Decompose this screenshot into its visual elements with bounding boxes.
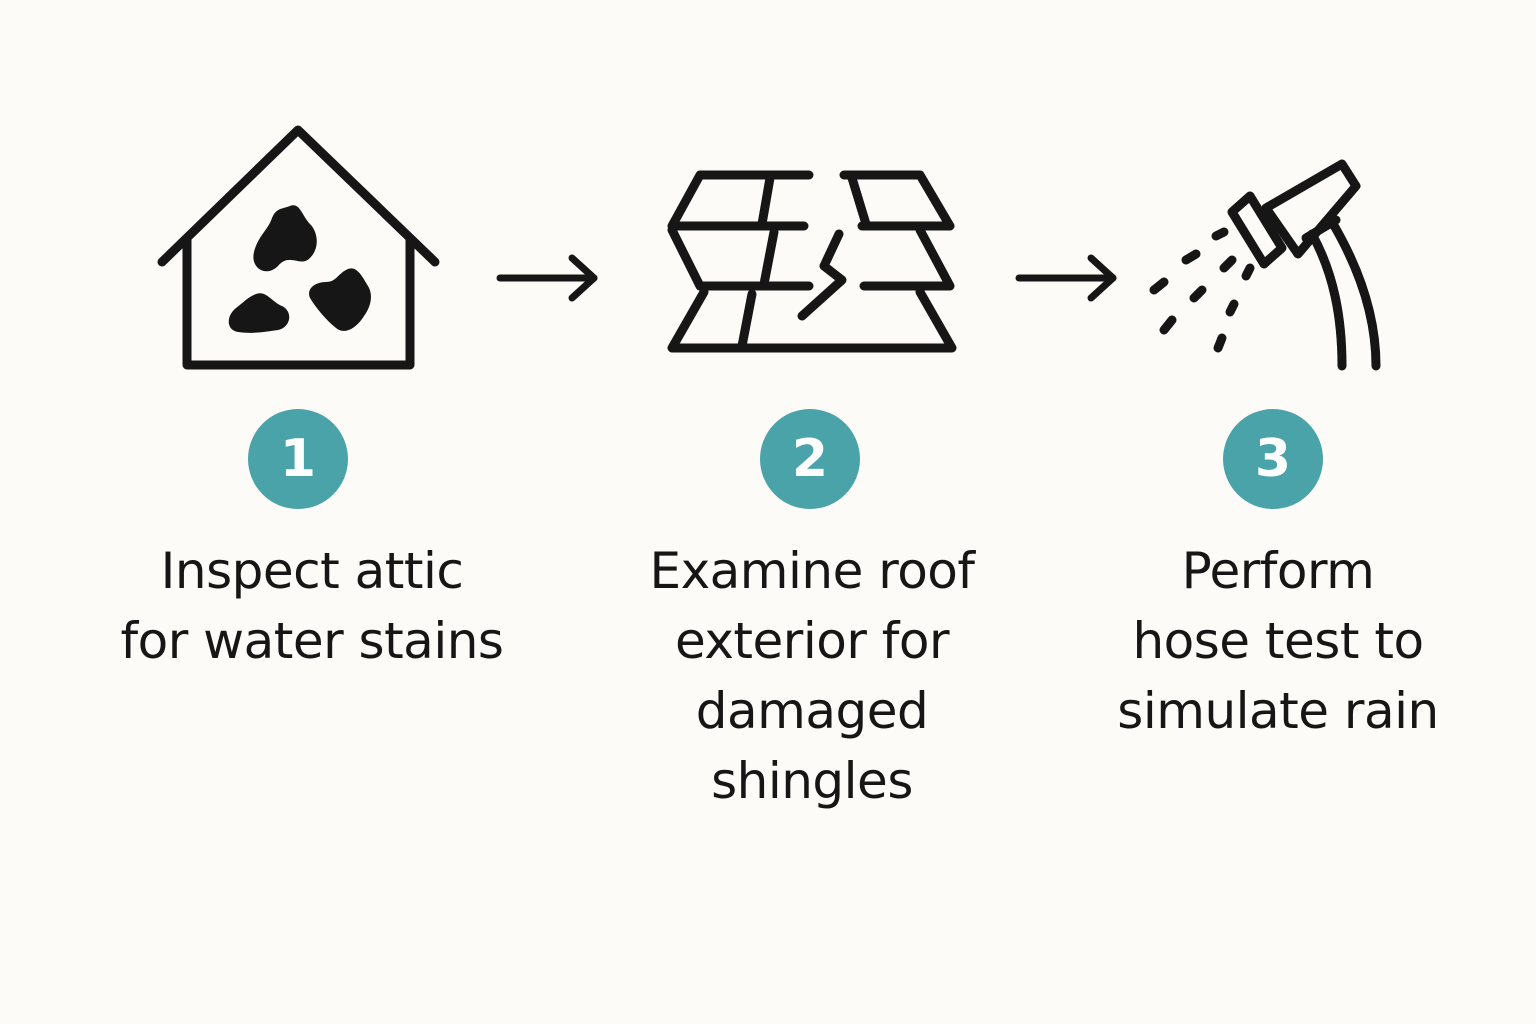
step-label: Examine roof exterior for damaged shingl… — [592, 536, 1032, 816]
step-label-line: for water stains — [120, 612, 504, 670]
arrow-right-icon — [1013, 252, 1123, 304]
step-label-line: simulate rain — [1117, 682, 1439, 740]
step-number-badge: 1 — [248, 409, 348, 509]
step-label-line: damaged — [695, 682, 929, 740]
step-label-line: Perform — [1181, 542, 1375, 600]
step-number: 3 — [1254, 429, 1292, 489]
step-label: Inspect attic for water stains — [92, 536, 532, 676]
step-number: 2 — [791, 429, 829, 489]
arrow-right-icon — [494, 252, 604, 304]
step-number-badge: 3 — [1223, 409, 1323, 509]
step-number-badge: 2 — [760, 409, 860, 509]
step-label-line: hose test to — [1132, 612, 1424, 670]
step-label-line: exterior for — [674, 612, 950, 670]
step-number: 1 — [279, 429, 317, 489]
step-label: Perform hose test to simulate rain — [1058, 536, 1498, 746]
cracked-shingles-icon — [664, 168, 960, 358]
house-with-stains-icon — [150, 118, 450, 378]
hose-spray-icon — [1146, 150, 1390, 380]
step-label-line: Examine roof — [649, 542, 975, 600]
step-label-line: Inspect attic — [160, 542, 464, 600]
step-label-line: shingles — [711, 752, 913, 810]
